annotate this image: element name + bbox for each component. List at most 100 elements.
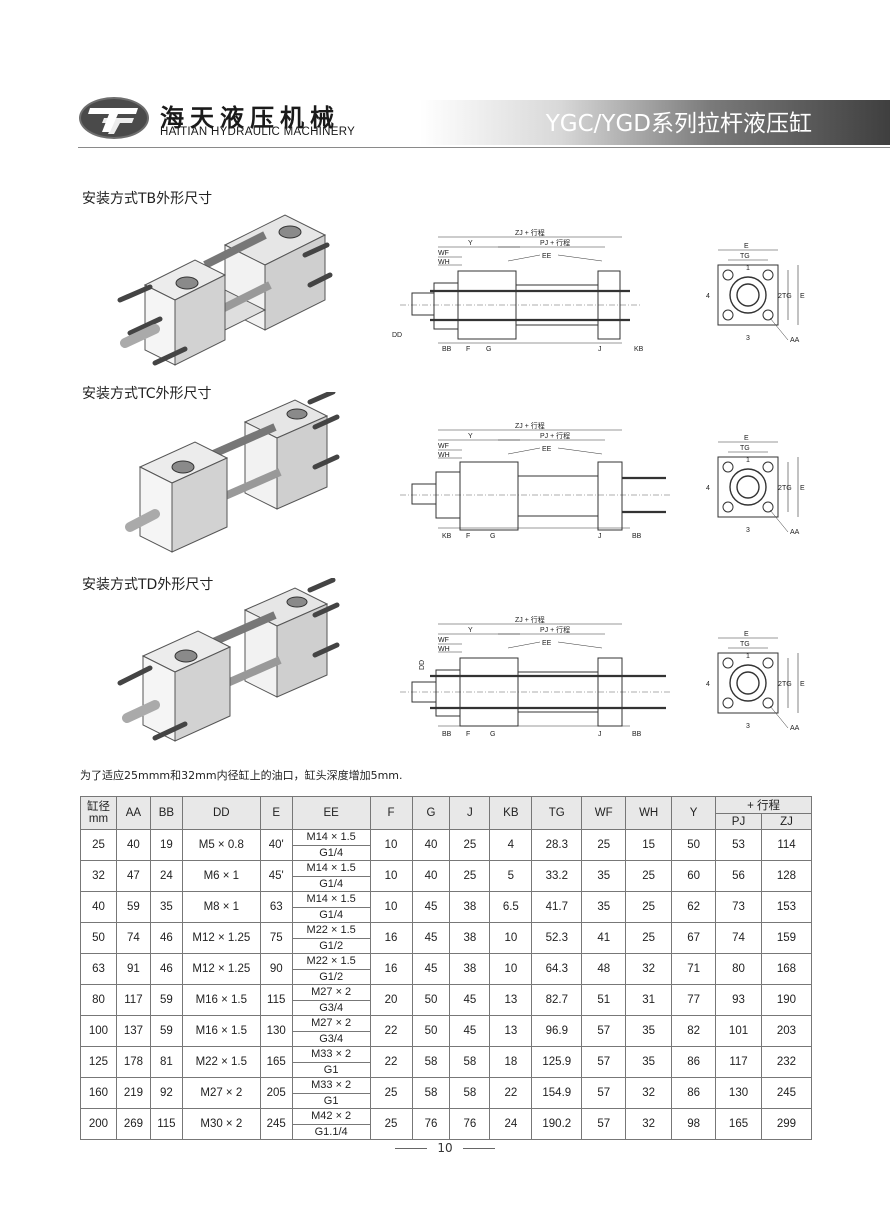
dim-dd: DD bbox=[392, 332, 402, 339]
cell-bb: 35 bbox=[149, 891, 183, 923]
cell-bb: 81 bbox=[149, 1046, 183, 1078]
cell-kb: 18 bbox=[489, 1046, 533, 1078]
dim-e-v: E bbox=[800, 293, 805, 300]
header-stroke: + 行程 bbox=[715, 796, 812, 814]
cell-ee2: G1/4 bbox=[291, 906, 371, 923]
table-row-sub: G1/4 bbox=[81, 906, 812, 923]
cell-pj: 74 bbox=[715, 922, 762, 954]
cell-g: 45 bbox=[411, 953, 451, 985]
cell-bore: 100 bbox=[80, 1015, 117, 1047]
cell-ee2: G1/4 bbox=[291, 875, 371, 892]
cell-f: 10 bbox=[369, 891, 413, 923]
cell-bore: 50 bbox=[80, 922, 117, 954]
cell-bb: 92 bbox=[149, 1077, 183, 1109]
header-wh: WH bbox=[625, 796, 673, 830]
cell-bore: 32 bbox=[80, 860, 117, 892]
port-3: 3 bbox=[746, 527, 750, 534]
cell-pj: 117 bbox=[715, 1046, 762, 1078]
cell-wh: 31 bbox=[625, 984, 673, 1016]
cell-j: 38 bbox=[449, 891, 491, 923]
cell-e: 75 bbox=[259, 922, 293, 954]
cell-kb: 22 bbox=[489, 1077, 533, 1109]
dim-e-v: E bbox=[800, 485, 805, 492]
dim-dd: DD bbox=[419, 660, 426, 670]
cell-y: 62 bbox=[671, 891, 717, 923]
cell-aa: 137 bbox=[115, 1015, 151, 1047]
dim-tg-v: TG bbox=[782, 681, 792, 688]
cell-e: 165 bbox=[259, 1046, 293, 1078]
cell-y: 86 bbox=[671, 1077, 717, 1109]
table-row-sub: G1.1/4 bbox=[81, 1123, 812, 1140]
dim-j: J bbox=[598, 533, 602, 540]
dim-tg: TG bbox=[740, 253, 750, 260]
cell-ee1: M27 × 2 bbox=[291, 984, 371, 1001]
cell-f: 22 bbox=[369, 1046, 413, 1078]
dim-kb: KB bbox=[442, 533, 452, 540]
cell-tg: 190.2 bbox=[531, 1108, 583, 1140]
header-zj: ZJ bbox=[760, 813, 813, 830]
brand-name-en: HAITIAN HYDRAULIC MACHINERY bbox=[160, 126, 356, 138]
cell-tg: 52.3 bbox=[531, 922, 583, 954]
cell-g: 45 bbox=[411, 922, 451, 954]
cell-tg: 64.3 bbox=[531, 953, 583, 985]
cell-dd: M6 × 1 bbox=[181, 860, 261, 892]
cell-y: 77 bbox=[671, 984, 717, 1016]
drawing-side-tb: ZJ + 行程 Y PJ + 行程 WF WH EE DD BB F G J K… bbox=[392, 228, 644, 353]
cell-g: 40 bbox=[411, 829, 451, 861]
cell-wf: 57 bbox=[581, 1015, 627, 1047]
section-label-tb: 安装方式TB外形尺寸 bbox=[82, 191, 213, 207]
cell-ee1: M14 × 1.5 bbox=[291, 860, 371, 877]
cell-aa: 178 bbox=[115, 1046, 151, 1078]
cell-wh: 35 bbox=[625, 1015, 673, 1047]
cell-f: 25 bbox=[369, 1077, 413, 1109]
cell-wh: 32 bbox=[625, 953, 673, 985]
cell-bore: 63 bbox=[80, 953, 117, 985]
cell-tg: 33.2 bbox=[531, 860, 583, 892]
dim-g: G bbox=[486, 346, 491, 353]
dim-kb: KB bbox=[634, 346, 644, 353]
cell-aa: 117 bbox=[115, 984, 151, 1016]
drawing-side-td: ZJ + 行程 Y PJ + 行程 WF WH EE DD BB F G J B… bbox=[400, 615, 670, 738]
dim-zj: ZJ + 行程 bbox=[515, 615, 545, 624]
cell-wh: 15 bbox=[625, 829, 673, 861]
cell-aa: 219 bbox=[115, 1077, 151, 1109]
footer-dash-left bbox=[395, 1148, 428, 1149]
cell-ee2: G1/2 bbox=[291, 937, 371, 954]
port-1: 1 bbox=[746, 265, 750, 272]
dim-e: E bbox=[744, 243, 749, 250]
cell-wf: 51 bbox=[581, 984, 627, 1016]
cell-wf: 35 bbox=[581, 860, 627, 892]
cell-e: 45' bbox=[259, 860, 293, 892]
cell-tg: 28.3 bbox=[531, 829, 583, 861]
cell-zj: 299 bbox=[760, 1108, 813, 1140]
cell-ee1: M33 × 2 bbox=[291, 1077, 371, 1094]
cell-ee1: M14 × 1.5 bbox=[291, 829, 371, 846]
drawing-end-tc: E TG TG E 4 2 1 3 AA bbox=[706, 435, 805, 536]
dim-f: F bbox=[466, 346, 470, 353]
cell-f: 20 bbox=[369, 984, 413, 1016]
dim-pj: PJ + 行程 bbox=[540, 238, 570, 247]
footer-dash-right bbox=[462, 1148, 495, 1149]
dim-aa: AA bbox=[790, 529, 800, 536]
cell-dd: M16 × 1.5 bbox=[181, 1015, 261, 1047]
cell-j: 58 bbox=[449, 1046, 491, 1078]
cell-aa: 59 bbox=[115, 891, 151, 923]
dim-wh: WH bbox=[438, 452, 450, 459]
cell-bb: 46 bbox=[149, 953, 183, 985]
port-2: 2 bbox=[778, 485, 782, 492]
cell-wf: 48 bbox=[581, 953, 627, 985]
cell-g: 40 bbox=[411, 860, 451, 892]
cell-wf: 25 bbox=[581, 829, 627, 861]
cell-kb: 13 bbox=[489, 1015, 533, 1047]
cell-f: 16 bbox=[369, 922, 413, 954]
table-row-sub: G1/2 bbox=[81, 937, 812, 954]
cell-kb: 24 bbox=[489, 1108, 533, 1140]
cell-zj: 203 bbox=[760, 1015, 813, 1047]
dim-aa: AA bbox=[790, 337, 800, 344]
dim-j: J bbox=[598, 731, 602, 738]
cell-wf: 57 bbox=[581, 1108, 627, 1140]
dim-e-v: E bbox=[800, 681, 805, 688]
